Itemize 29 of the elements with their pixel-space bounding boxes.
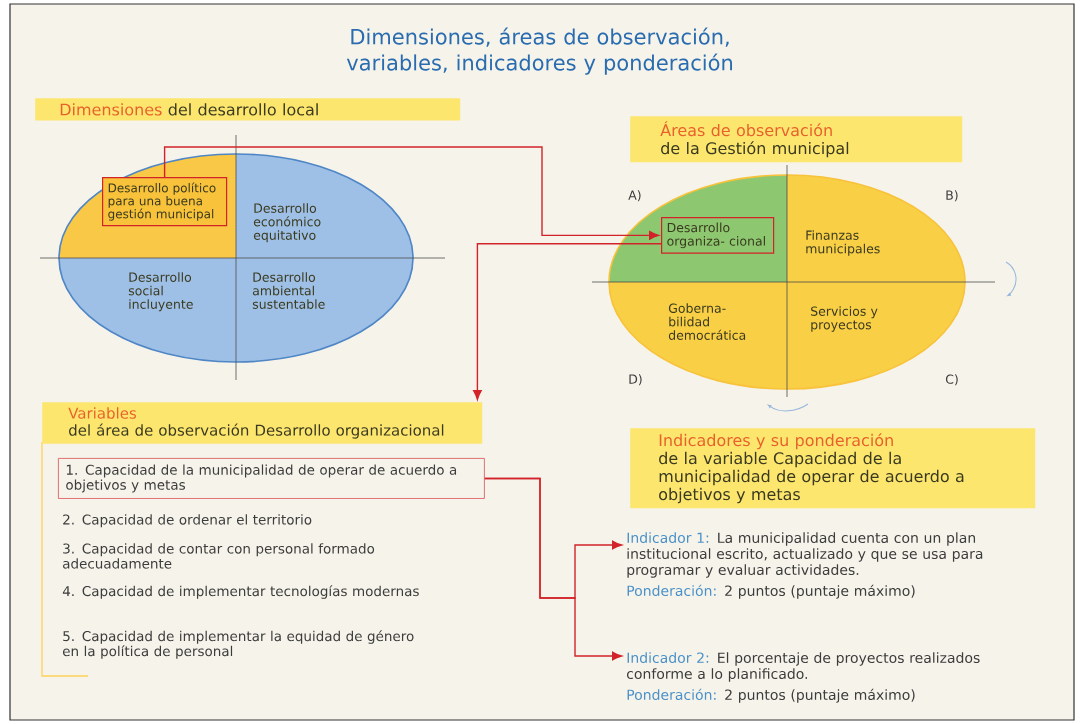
quadrant-label: Finanzas municipales: [806, 230, 880, 256]
title: Dimensiones, áreas de observación, variables, indicadores y ponderación: [346, 27, 732, 75]
quadrant-label: Desarrollo ambiental sustentable: [252, 272, 325, 309]
list-item: 2. Capacidad de ordenar el territorio: [63, 514, 312, 528]
heading-band: Indicadores y su ponderación de la variable Capacidad de la municipalidad de operar de acuerdo a objetivos y metas: [630, 428, 1036, 509]
highlight-box: Desarrollo organiza- cional: [661, 217, 775, 254]
list-item-box: 1. Capacidad de la municipalidad de operar de acuerdo a objetivos y metas: [58, 458, 485, 499]
connector-arrow: [484, 477, 623, 661]
quadrant-letter: B): [946, 190, 958, 202]
heading-band: Variables del área de observación Desarrollo organizacional: [42, 402, 483, 444]
quadrant-circle: [58, 153, 414, 363]
quadrant-circle: [608, 174, 966, 390]
list-item: 5. Capacidad de implementar la equidad de género en la política de personal: [62, 630, 414, 659]
quadrant-label: Goberna- bilidad democrática: [668, 303, 746, 340]
quadrant-label: Desarrollo social incluyente: [128, 272, 193, 312]
heading-band: Áreas de observación de la Gestión municipal: [630, 116, 963, 163]
list-item: 4. Capacidad de implementar tecnologías modernas: [62, 585, 419, 599]
quadrant-letter: C): [945, 374, 958, 386]
list-item: 3. Capacidad de contar con personal formado adecuadamente: [63, 543, 375, 569]
highlight-box: Desarrollo político para una buena gestión municipal: [102, 177, 228, 227]
quadrant-letter: A): [628, 190, 641, 202]
indicator-text: Indicador 1: La municipalidad cuenta con un plan institucional escrito, actualizado y que se usa para programar y evaluar actividades. Ponderación: 2 puntos (puntaje máximo): [627, 532, 983, 599]
connector-arrow: [473, 243, 662, 401]
heading-band: Dimensiones del desarrollo local: [35, 98, 461, 121]
quadrant-label: Desarrollo económico equitativo: [253, 203, 321, 243]
connector-arrow: [163, 146, 660, 240]
quadrant-letter: D): [629, 374, 642, 386]
quadrant-label: Servicios y proyectos: [811, 306, 878, 332]
indicator-text: Indicador 2: El porcentaje de proyectos realizados conforme a lo planificado. Ponderación: 2 puntos (puntaje máximo): [626, 652, 980, 703]
